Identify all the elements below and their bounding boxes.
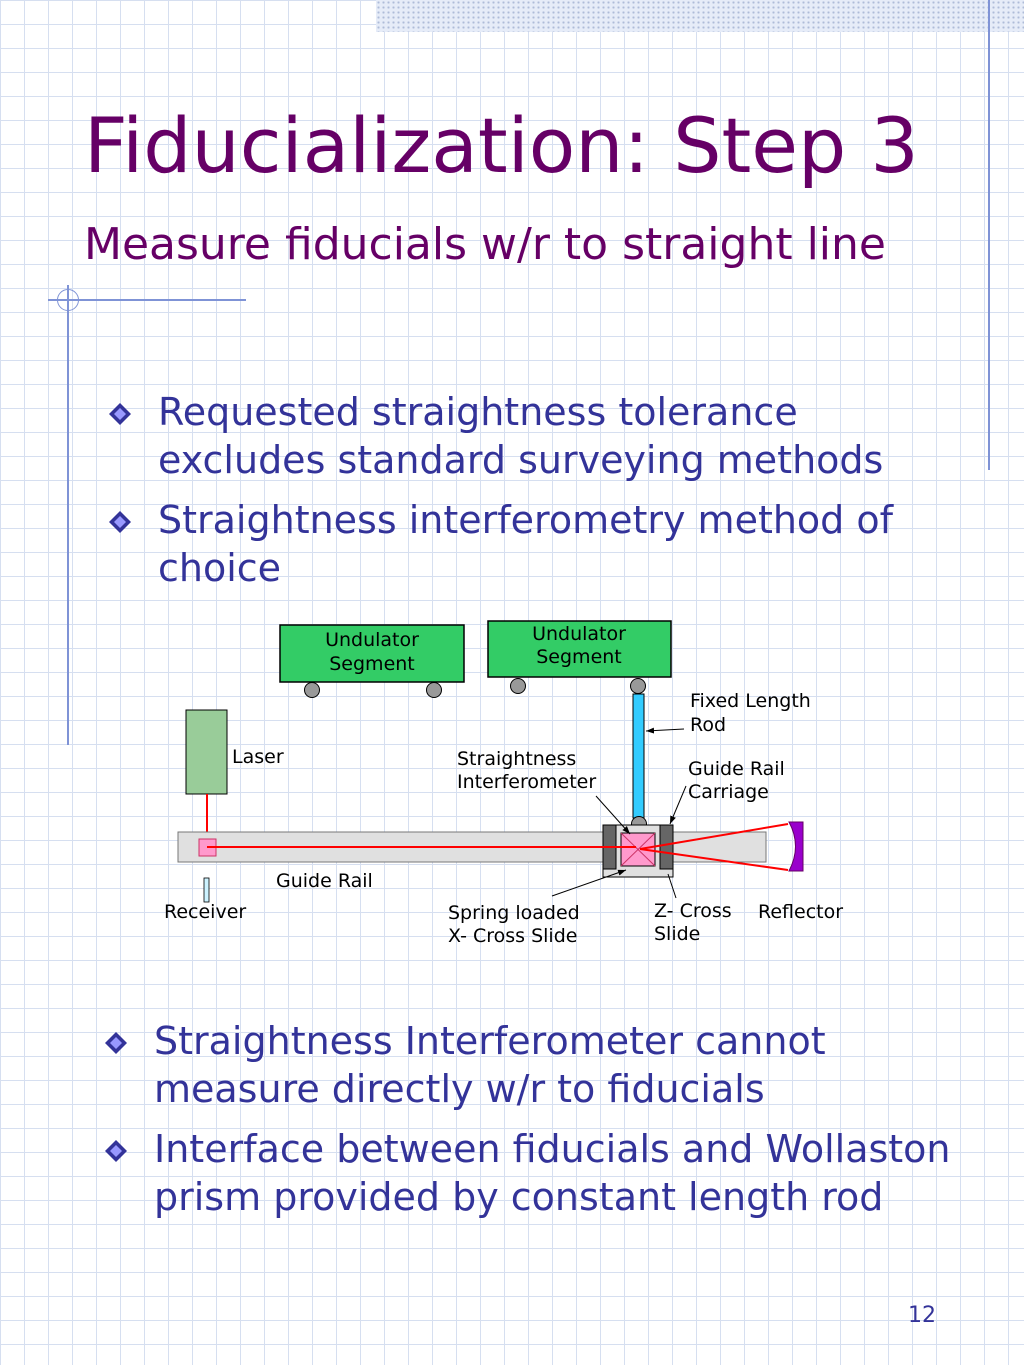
bottom-bullet-list: Straightness Interferometer cannot measu…	[104, 1017, 964, 1233]
left-vertical-rule	[67, 285, 69, 745]
carriage-pointer	[669, 785, 687, 825]
interferometer-label-line2: Interferometer	[457, 771, 596, 793]
segment-1-left-wheel	[304, 682, 320, 698]
carriage-label-line1: Guide Rail	[688, 758, 785, 780]
fixed-length-rod	[632, 693, 645, 819]
bullet-item: Straightness interferometry method of ch…	[108, 496, 968, 592]
z-slide-label-line2: Slide	[654, 923, 700, 945]
receiver-probe	[203, 877, 210, 903]
segment-2-right-wheel	[630, 678, 646, 694]
diamond-bullet-icon	[105, 1140, 127, 1162]
horizontal-rule	[48, 299, 246, 301]
segment-1-right-wheel	[426, 682, 442, 698]
segment-2-label-line2: Segment	[536, 646, 622, 668]
bullet-item: Requested straightness tolerance exclude…	[108, 388, 968, 484]
split-beam-upper	[639, 823, 789, 850]
interferometer-label-line1: Straightness	[457, 748, 576, 770]
segment-1-label-line2: Segment	[329, 653, 415, 675]
diamond-bullet-icon	[105, 1032, 127, 1054]
reflector-label: Reflector	[758, 901, 843, 923]
segment-2-left-wheel	[510, 678, 526, 694]
interferometer-pointer	[595, 795, 631, 835]
guide-rail-label: Guide Rail	[276, 870, 373, 892]
prism-diagonal-b	[620, 832, 656, 867]
right-vertical-rule	[988, 0, 990, 470]
bullet-item: Interface between fiducials and Wollasto…	[104, 1125, 964, 1221]
rod-label-line2: Rod	[690, 714, 726, 736]
bullet-text: Interface between fiducials and Wollasto…	[154, 1127, 951, 1219]
undulator-segment-1	[279, 624, 465, 683]
carriage-label-line2: Carriage	[688, 781, 769, 803]
bullet-item: Straightness Interferometer cannot measu…	[104, 1017, 964, 1113]
z-cross-slide-right	[659, 824, 674, 870]
reflector-mirror	[788, 821, 804, 872]
z-slide-pointer	[667, 873, 677, 899]
page-number: 12	[908, 1303, 936, 1328]
rod-label-line1: Fixed Length	[690, 690, 811, 712]
receiver-label: Receiver	[164, 901, 246, 923]
laser-label: Laser	[232, 746, 284, 768]
diamond-bullet-icon	[109, 403, 131, 425]
segment-1-label-line1: Undulator	[325, 629, 419, 651]
top-bullet-list: Requested straightness tolerance exclude…	[108, 388, 968, 604]
x-slide-label-line2: X- Cross Slide	[448, 925, 577, 947]
split-beam-lower	[639, 848, 789, 871]
header-pattern-band	[376, 0, 1024, 32]
rule-circle-icon	[57, 289, 79, 311]
bullet-text: Requested straightness tolerance exclude…	[158, 390, 884, 482]
bullet-text: Straightness interferometry method of ch…	[158, 498, 894, 590]
segment-2-label-line1: Undulator	[532, 623, 626, 645]
undulator-segment-2	[487, 620, 672, 678]
x-slide-pointer	[551, 869, 627, 897]
diamond-bullet-icon	[109, 511, 131, 533]
x-slide-label-line1: Spring loaded	[448, 902, 580, 924]
laser-head	[185, 709, 228, 795]
bullet-text: Straightness Interferometer cannot measu…	[154, 1019, 826, 1111]
slide-title: Fiducialization: Step 3	[84, 101, 919, 190]
slide-subtitle: Measure fiducials w/r to straight line	[84, 219, 886, 270]
rod-pointer	[645, 727, 685, 734]
interferometer-diagram: Undulator Segment Undulator Segment Lase…	[164, 620, 843, 947]
z-slide-label-line1: Z- Cross	[654, 900, 732, 922]
